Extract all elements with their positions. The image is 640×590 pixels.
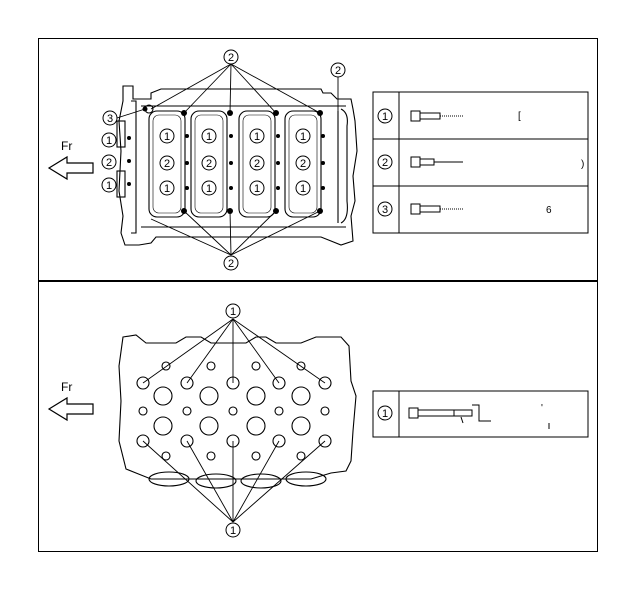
front-arrow-bottom: Fr (47, 380, 94, 422)
front-arrow-top: Fr (47, 139, 94, 181)
top-panel: Fr (38, 38, 598, 281)
svg-text:1: 1 (164, 131, 170, 143)
front-label: Fr (61, 380, 72, 394)
callout-1-bottom-top: 1 (225, 303, 241, 319)
legend-row-1: 1 [ (377, 108, 521, 124)
bolt-icon-medium (410, 203, 463, 215)
svg-text:': ' (541, 403, 543, 414)
callout-1-bottom-bottom: 1 (225, 522, 241, 538)
bottom-panel: Fr 1 1 (38, 281, 598, 552)
callout-3-left: 3 (102, 110, 118, 126)
top-diagram: Fr (47, 49, 589, 271)
front-label: Fr (61, 139, 72, 153)
svg-text:1: 1 (106, 180, 112, 192)
bolt-holes-top (127, 106, 325, 214)
svg-text:1: 1 (106, 135, 112, 147)
svg-text:1: 1 (230, 306, 236, 318)
chamber-callouts: 1 1 1 1 2 2 2 2 1 1 1 1 (159, 128, 311, 196)
legend-row-2: 2 ) (377, 154, 584, 170)
svg-text:1: 1 (382, 408, 388, 420)
svg-text:1: 1 (254, 131, 260, 143)
svg-text:1: 1 (300, 183, 306, 195)
svg-text:1: 1 (206, 183, 212, 195)
svg-text:1: 1 (164, 183, 170, 195)
callout-2-bottom: 2 (223, 255, 239, 271)
callout-2-right: 2 (330, 62, 346, 78)
bolt-legend-top: 1 [ 2 ) 3 6 (372, 91, 589, 234)
bolt-icon-head-bolt (408, 404, 491, 424)
bolt-icon-short (410, 110, 463, 122)
svg-text:3: 3 (382, 204, 388, 216)
callout-2-left: 2 (101, 154, 117, 170)
bottom-diagram: Fr 1 1 (47, 303, 589, 538)
svg-text:1: 1 (230, 525, 236, 537)
svg-text:): ) (581, 159, 584, 170)
leader-lines-top (116, 63, 339, 256)
svg-text:3: 3 (107, 113, 113, 125)
bolt-legend-bottom: 1 ' (372, 390, 589, 438)
svg-text:2: 2 (228, 258, 234, 270)
svg-text:2: 2 (335, 65, 341, 77)
svg-text:1: 1 (300, 131, 306, 143)
svg-text:[: [ (518, 111, 521, 122)
svg-text:1: 1 (206, 131, 212, 143)
svg-text:2: 2 (106, 157, 112, 169)
svg-text:6: 6 (546, 205, 552, 216)
svg-text:1: 1 (382, 111, 388, 123)
bolt-icon-long (410, 156, 463, 168)
svg-text:2: 2 (254, 158, 260, 170)
callout-1-left-b: 1 (101, 177, 117, 193)
legend-row-3: 3 6 (377, 201, 552, 217)
svg-text:2: 2 (228, 52, 234, 64)
svg-text:2: 2 (300, 158, 306, 170)
leader-lines-bottom (142, 318, 326, 523)
svg-text:2: 2 (382, 157, 388, 169)
svg-text:1: 1 (254, 183, 260, 195)
svg-text:2: 2 (206, 158, 212, 170)
svg-text:2: 2 (164, 158, 170, 170)
cylinder-head-bottom-view (118, 334, 357, 489)
callout-1-left-a: 1 (101, 132, 117, 148)
callout-2-top: 2 (223, 49, 239, 65)
cylinder-head-top-view (116, 85, 358, 246)
